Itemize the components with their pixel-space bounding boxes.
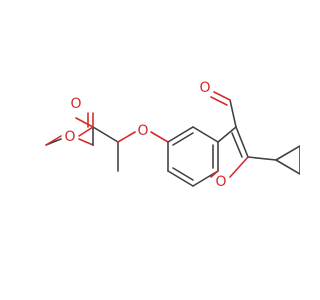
bond-ring-inner-1 [172,132,194,146]
atom-ether-oxygen: O [137,123,148,139]
atom-ester-oxygen: O [64,129,75,145]
bond-c3-cho [229,99,237,128]
bond-ring-a [167,126,194,143]
bond-carbonyl-double-1 [75,117,94,128]
bond-furan-o-c7a [210,170,219,178]
bond-ether-o-ring [150,131,169,143]
bond-c2-ether-o [117,131,136,143]
bond-furan-c3-c2-double [231,132,243,158]
bond-c1-ester-o [78,126,94,137]
bond-cp-1 [275,145,300,161]
molecule-diagram: O O O O O [45,80,300,190]
bond-ester-o-methyl [45,135,62,146]
bond-cho-double-1 [213,91,231,101]
atom-furan-oxygen: O [215,174,226,190]
bond-c1-c2 [92,126,119,143]
bond-ring-b [192,126,219,143]
bond-ester-o-carbonyl-c [78,138,94,146]
bond-furan-c3-c2 [235,126,249,158]
bond-furan-c3-c3a [217,126,237,143]
atom-carbonyl-oxygen: O [70,96,81,112]
bond-c2-cyclopropyl [247,156,277,161]
bond-ring-inner-3 [172,167,194,181]
atom-aldehyde-oxygen: O [199,80,210,96]
bond-furan-c2-o [229,156,249,178]
structure-svg: O O O O O [45,80,300,190]
bond-ring-d [192,170,219,187]
bond-cho-double-2 [210,96,228,106]
bond-cp-2 [275,159,300,175]
bond-ring-e [167,170,194,187]
